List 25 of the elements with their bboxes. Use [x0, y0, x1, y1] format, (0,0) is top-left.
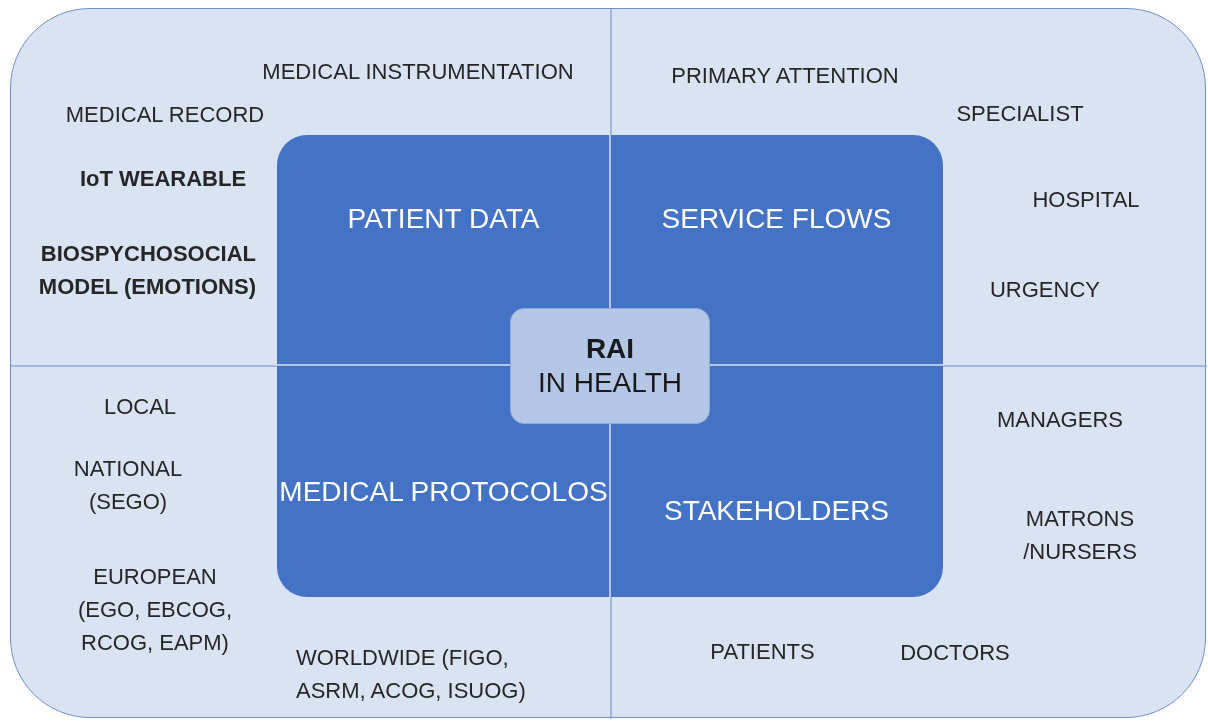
category-label: URGENCY: [989, 276, 1101, 304]
category-label: PRIMARY ATTENTION: [670, 62, 900, 90]
category-label: MANAGERS: [996, 406, 1124, 434]
rounded-panel: [277, 135, 943, 597]
center-box: [510, 308, 710, 424]
category-label: DOCTORS: [899, 639, 1011, 667]
category-label: BIOSPYCHOSOCIAL MODEL (EMOTIONS): [37, 240, 256, 301]
category-label: SPECIALIST: [955, 100, 1085, 128]
quadrant-title: STAKEHOLDERS: [610, 492, 943, 530]
category-label: WORLDWIDE (FIGO, ASRM, ACOG, ISUOG): [296, 644, 527, 705]
category-label: MATRONS /NURSERS: [1022, 505, 1138, 566]
center-title: IN HEALTH: [537, 366, 683, 400]
category-label: NATIONAL (SEGO): [72, 455, 184, 516]
quadrant-title: PATIENT DATA: [277, 200, 610, 238]
center-title: RAI: [585, 332, 635, 366]
quadrant-title: SERVICE FLOWS: [610, 200, 943, 238]
category-label: MEDICAL RECORD: [64, 101, 266, 129]
category-label: PATIENTS: [709, 638, 816, 666]
rounded-background: [10, 8, 1206, 718]
category-label: IoT WEARABLE: [78, 165, 248, 193]
category-label: EUROPEAN (EGO, EBCOG, RCOG, EAPM): [77, 563, 233, 657]
category-label: MEDICAL INSTRUMENTATION: [261, 58, 575, 86]
category-label: LOCAL: [102, 393, 178, 421]
category-label: HOSPITAL: [1031, 186, 1141, 214]
quadrant-title: MEDICAL PROTOCOLOS: [277, 473, 610, 511]
